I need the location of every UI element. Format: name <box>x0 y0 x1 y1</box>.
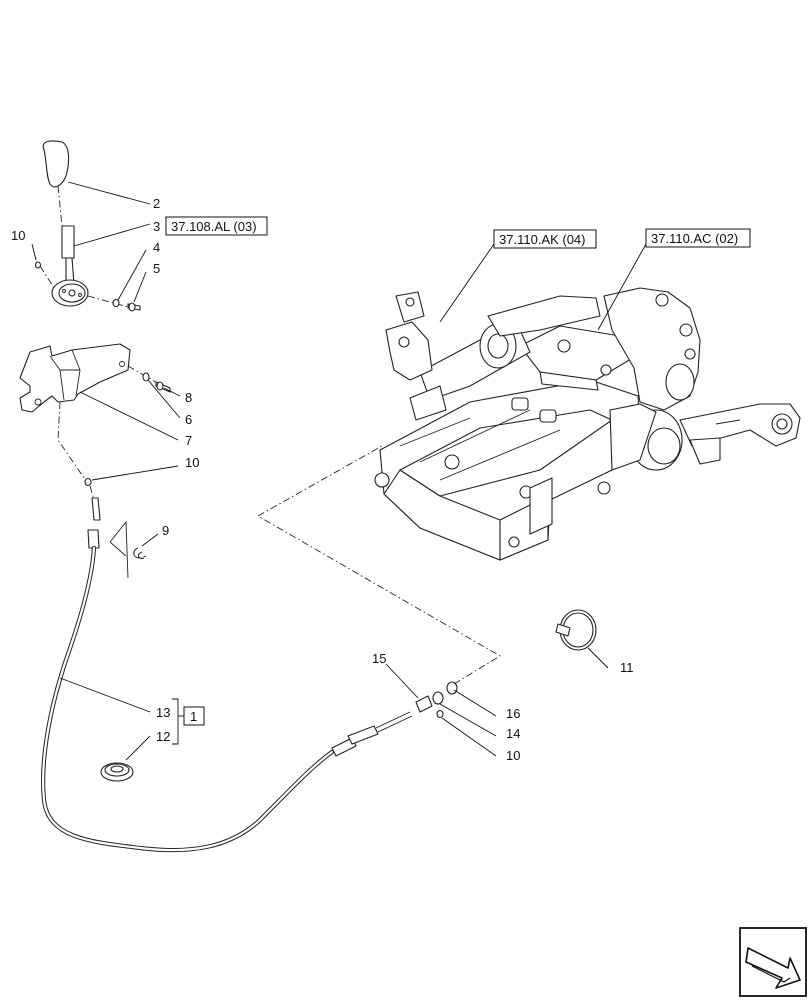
leader-line <box>79 391 179 441</box>
reference-box <box>493 229 597 249</box>
callout-11: 11 <box>620 660 634 675</box>
clip-part <box>133 547 147 559</box>
leader-line <box>117 249 147 301</box>
callout-9: 9 <box>162 523 169 538</box>
arrow-icon[interactable] <box>739 927 807 997</box>
control-cable <box>41 497 413 853</box>
leader-line <box>439 243 495 323</box>
axis-line <box>39 265 55 289</box>
reference-ak: 37.110.AK (04) <box>499 232 585 247</box>
leader-line <box>441 717 497 757</box>
callout-14: 14 <box>506 726 520 741</box>
lift-housing <box>374 287 801 561</box>
reference-box <box>645 228 751 248</box>
leader-line <box>59 677 151 713</box>
reference-box <box>165 216 268 236</box>
clamp-part <box>555 609 597 651</box>
leader-line <box>141 533 159 547</box>
callout-12: 12 <box>156 729 170 744</box>
leader-line <box>31 243 37 261</box>
leader-line <box>67 181 151 205</box>
callout-2: 2 <box>153 196 160 211</box>
axis-line <box>87 295 133 309</box>
callout-7: 7 <box>185 433 192 448</box>
nut-part <box>84 477 92 487</box>
callout-5: 5 <box>153 261 160 276</box>
leader-line <box>439 703 497 737</box>
callout-16: 16 <box>506 706 520 721</box>
grommet-part <box>100 762 134 782</box>
bracket-line <box>172 698 179 745</box>
axis-line <box>57 401 85 479</box>
callout-10: 10 <box>506 748 520 763</box>
axis-line <box>57 185 63 227</box>
axis-line <box>109 520 129 579</box>
callout-10: 10 <box>185 455 199 470</box>
bracket-part <box>19 343 131 413</box>
leader-line <box>587 647 609 669</box>
leader-line <box>597 243 647 331</box>
lever-handle <box>61 225 75 285</box>
reference-kit: 1 <box>190 709 197 724</box>
leader-line <box>385 663 419 699</box>
fitting-part <box>415 681 458 719</box>
callout-13: 13 <box>156 705 170 720</box>
axis-line <box>89 485 95 501</box>
leader-line <box>125 735 151 761</box>
washer-part <box>142 372 150 382</box>
callout-8: 8 <box>185 390 192 405</box>
lever-hub <box>51 279 89 307</box>
axis-line <box>257 445 501 685</box>
callout-10: 10 <box>11 228 25 243</box>
leader-line <box>133 271 147 303</box>
bolt-part <box>155 381 171 393</box>
reference-lever: 37.108.AL (03) <box>171 219 257 234</box>
reference-ac: 37.110.AC (02) <box>651 231 738 246</box>
bolt-part <box>127 302 141 312</box>
lever-knob <box>42 140 70 188</box>
washer-part <box>112 298 120 308</box>
callout-3: 3 <box>153 219 160 234</box>
reference-box <box>183 706 205 726</box>
nut-part <box>34 261 42 269</box>
callout-4: 4 <box>153 240 160 255</box>
callout-6: 6 <box>185 412 192 427</box>
leader-line <box>91 465 179 481</box>
leader-line <box>147 379 181 419</box>
leader-line <box>453 689 497 717</box>
leader-line <box>163 387 181 397</box>
leader-line <box>73 223 151 247</box>
callout-15: 15 <box>372 651 386 666</box>
axis-line <box>109 541 127 557</box>
